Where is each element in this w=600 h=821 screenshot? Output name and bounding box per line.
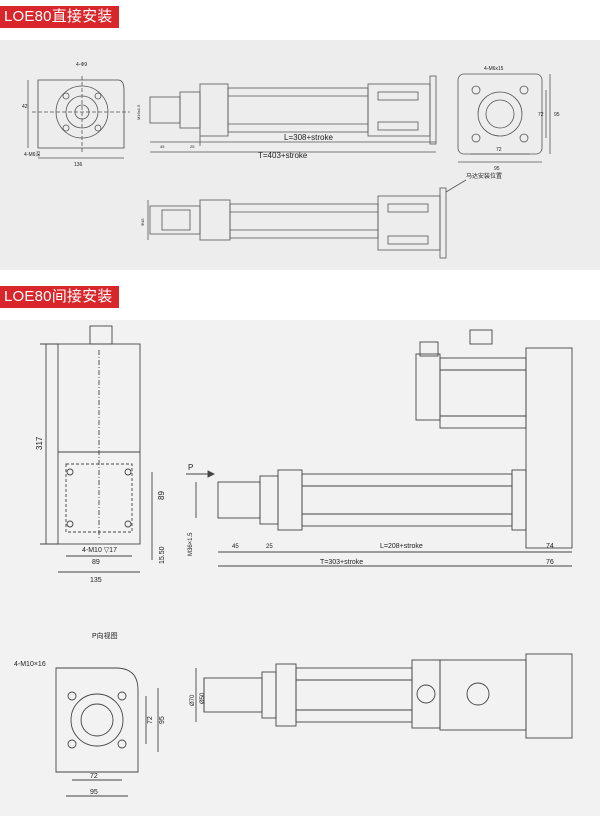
dim-L: L=308+stroke [284, 133, 333, 142]
drawing-direct: 4-Φ9 4-M6深 136 42 M16x1.5 L=308+stroke T… [22, 62, 560, 259]
view-title: P向视图 [92, 631, 118, 640]
dim-95v: 95 [159, 716, 166, 724]
dim-thread: M16x1.5 [136, 104, 141, 120]
dim-25: 25 [190, 144, 195, 149]
label-flange-square: 4-M6x15 [484, 66, 504, 72]
label-holes-front: 4-Φ9 [76, 62, 87, 68]
panel-direct: 4-Φ9 4-M6深 136 42 M16x1.5 L=308+stroke T… [0, 40, 600, 270]
dim-45: 45 [160, 144, 165, 149]
dim-L2: L=208+stroke [380, 543, 423, 550]
dim-89h: 89 [92, 559, 100, 566]
dim-42: 42 [22, 104, 28, 110]
dim-phi50: Ø50 [200, 692, 206, 704]
dim-phi: Φ45 [140, 218, 145, 226]
label-bottom-hole: 4-M6深 [24, 151, 40, 158]
dim-135: 135 [90, 577, 102, 584]
dim-74: 74 [546, 543, 554, 550]
dim-95: 95 [494, 166, 500, 172]
section-indirect-mount: LOE80间接安装 [0, 286, 600, 816]
dim-72v: 72 [147, 716, 154, 724]
dim-95h: 95 [554, 112, 560, 118]
dim-25b: 25 [266, 544, 273, 550]
dim-45b: 45 [232, 544, 239, 550]
label-motor-note: 马达安装位置 [466, 172, 502, 180]
dim-136: 136 [74, 162, 83, 168]
label-holes2: 4-M10×16 [14, 661, 46, 668]
dim-72: 72 [496, 147, 502, 153]
label-holes: 4-M10 ▽17 [82, 547, 117, 554]
dim-thread-36: M36×1.5 [188, 532, 194, 556]
dim-phi70: Ø70 [190, 694, 196, 706]
dim-89v: 89 [157, 491, 166, 500]
dim-72h: 72 [538, 112, 544, 118]
label-p-arrow: P [188, 463, 193, 472]
panel-indirect: 317 89 15.50 4-M10 ▽17 89 135 P M36×1.5 … [0, 320, 600, 816]
drawing-indirect: 317 89 15.50 4-M10 ▽17 89 135 P M36×1.5 … [14, 325, 573, 797]
dim-15-50: 15.50 [159, 546, 166, 564]
section-direct-mount: LOE80直接安装 [0, 0, 600, 272]
dim-72: 72 [90, 773, 98, 780]
dim-76: 76 [546, 559, 554, 566]
dim-95: 95 [90, 789, 98, 796]
dim-T2: T=303+stroke [320, 559, 363, 566]
section-title-indirect: LOE80间接安装 [0, 286, 119, 308]
dim-317: 317 [35, 436, 44, 450]
dim-T: T=403+stroke [258, 151, 308, 160]
section-title-direct: LOE80直接安装 [0, 6, 119, 28]
